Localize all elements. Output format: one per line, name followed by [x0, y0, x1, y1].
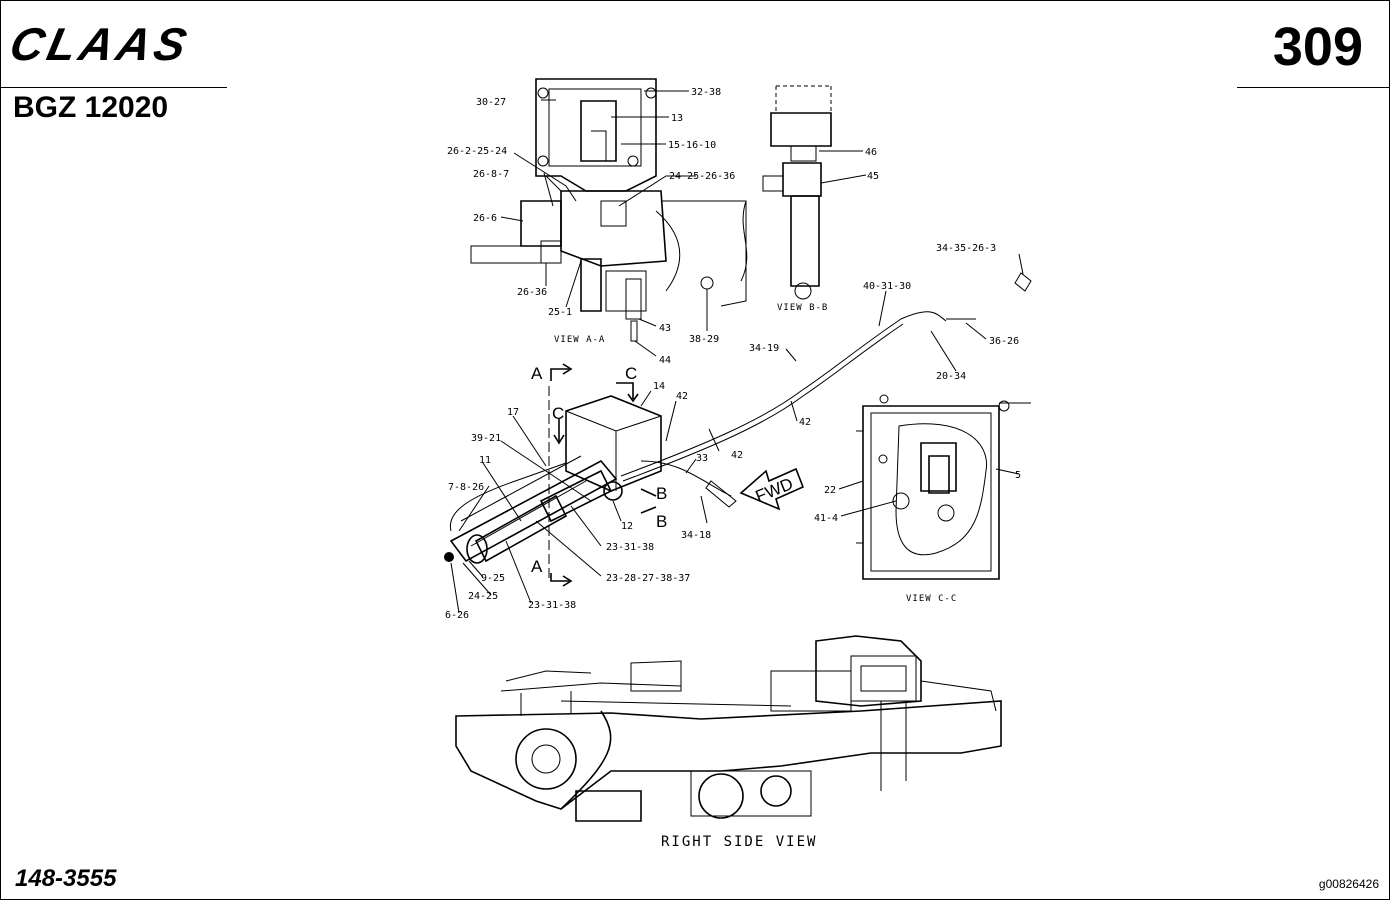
callout-41-4[interactable]: 41-4 — [814, 513, 838, 524]
callout-leaders — [450, 90, 1024, 614]
callout-11[interactable]: 11 — [479, 455, 491, 466]
callout-20-34[interactable]: 20-34 — [936, 371, 966, 382]
header-divider-left — [1, 87, 227, 88]
right-side-view-drawing — [455, 635, 1002, 822]
view-aa-drawing — [470, 78, 748, 342]
callout-7-8-26[interactable]: 7-8-26 — [448, 482, 484, 493]
section-marker-c-left: C — [552, 404, 564, 423]
callout-6-26[interactable]: 6-26 — [445, 610, 469, 621]
callout-5[interactable]: 5 — [1015, 470, 1021, 481]
section-marker-a-top: A — [531, 364, 543, 383]
view-aa-title: VIEW A-A — [554, 335, 605, 345]
callout-42-b[interactable]: 42 — [799, 417, 811, 428]
callout-23-31-38-a[interactable]: 23-31-38 — [606, 542, 654, 553]
main-assembly-drawing — [444, 272, 1032, 564]
callout-38-29[interactable]: 38-29 — [689, 334, 719, 345]
callout-24-25-26-36[interactable]: 24-25-26-36 — [669, 171, 735, 182]
callout-45[interactable]: 45 — [867, 171, 879, 182]
callout-42-c[interactable]: 42 — [731, 450, 743, 461]
callout-40-31-30[interactable]: 40-31-30 — [863, 281, 911, 292]
callout-12[interactable]: 12 — [621, 521, 633, 532]
callout-13[interactable]: 13 — [671, 113, 683, 124]
callout-42-a[interactable]: 42 — [676, 391, 688, 402]
view-cc-drawing — [856, 394, 1031, 580]
part-number: 148-3555 — [15, 865, 117, 892]
view-cc-title: VIEW C-C — [906, 594, 957, 604]
callout-34-19[interactable]: 34-19 — [749, 343, 779, 354]
image-id: g00826426 — [1318, 877, 1379, 891]
callout-23-31-38-b[interactable]: 23-31-38 — [528, 600, 576, 611]
callout-44[interactable]: 44 — [659, 355, 671, 366]
view-bb-drawing — [762, 85, 832, 300]
callout-23-28-27-38-37[interactable]: 23-28-27-38-37 — [606, 573, 690, 584]
section-marker-b-bottom: B — [656, 512, 667, 531]
fwd-label: FWD — [753, 474, 796, 506]
callout-39-21[interactable]: 39-21 — [471, 433, 501, 444]
section-marker-b-top: B — [656, 484, 667, 503]
callout-46[interactable]: 46 — [865, 147, 877, 158]
callout-15-16-10[interactable]: 15-16-10 — [668, 140, 716, 151]
callout-43[interactable]: 43 — [659, 323, 671, 334]
callout-33[interactable]: 33 — [696, 453, 708, 464]
callout-32-38[interactable]: 32-38 — [691, 87, 721, 98]
callout-34-35-26-3[interactable]: 34-35-26-3 — [936, 243, 996, 254]
callout-26-8-7[interactable]: 26-8-7 — [473, 169, 509, 180]
page-number: 309 — [1272, 17, 1363, 77]
callout-9-25[interactable]: 9-25 — [481, 573, 505, 584]
callout-36-26[interactable]: 36-26 — [989, 336, 1019, 347]
callout-26-2-25-24[interactable]: 26-2-25-24 — [447, 146, 507, 157]
callout-24-25[interactable]: 24-25 — [468, 591, 498, 602]
fwd-arrow[interactable]: FWD — [739, 467, 805, 511]
callout-30-27[interactable]: 30-27 — [476, 97, 506, 108]
right-side-view-title: RIGHT SIDE VIEW — [661, 834, 817, 850]
model-number: BGZ 12020 — [13, 91, 169, 124]
callout-26-36[interactable]: 26-36 — [517, 287, 547, 298]
section-marker-a-bottom: A — [531, 557, 543, 576]
callout-25-1[interactable]: 25-1 — [548, 307, 572, 318]
view-bb-title: VIEW B-B — [777, 303, 828, 313]
section-marker-c-top: C — [625, 364, 637, 383]
callout-22[interactable]: 22 — [824, 485, 836, 496]
callout-26-6[interactable]: 26-6 — [473, 213, 497, 224]
callout-14[interactable]: 14 — [653, 381, 665, 392]
callout-34-18[interactable]: 34-18 — [681, 530, 711, 541]
callout-17[interactable]: 17 — [507, 407, 519, 418]
header-divider-right — [1237, 87, 1389, 88]
section-marker-lines — [548, 363, 657, 587]
